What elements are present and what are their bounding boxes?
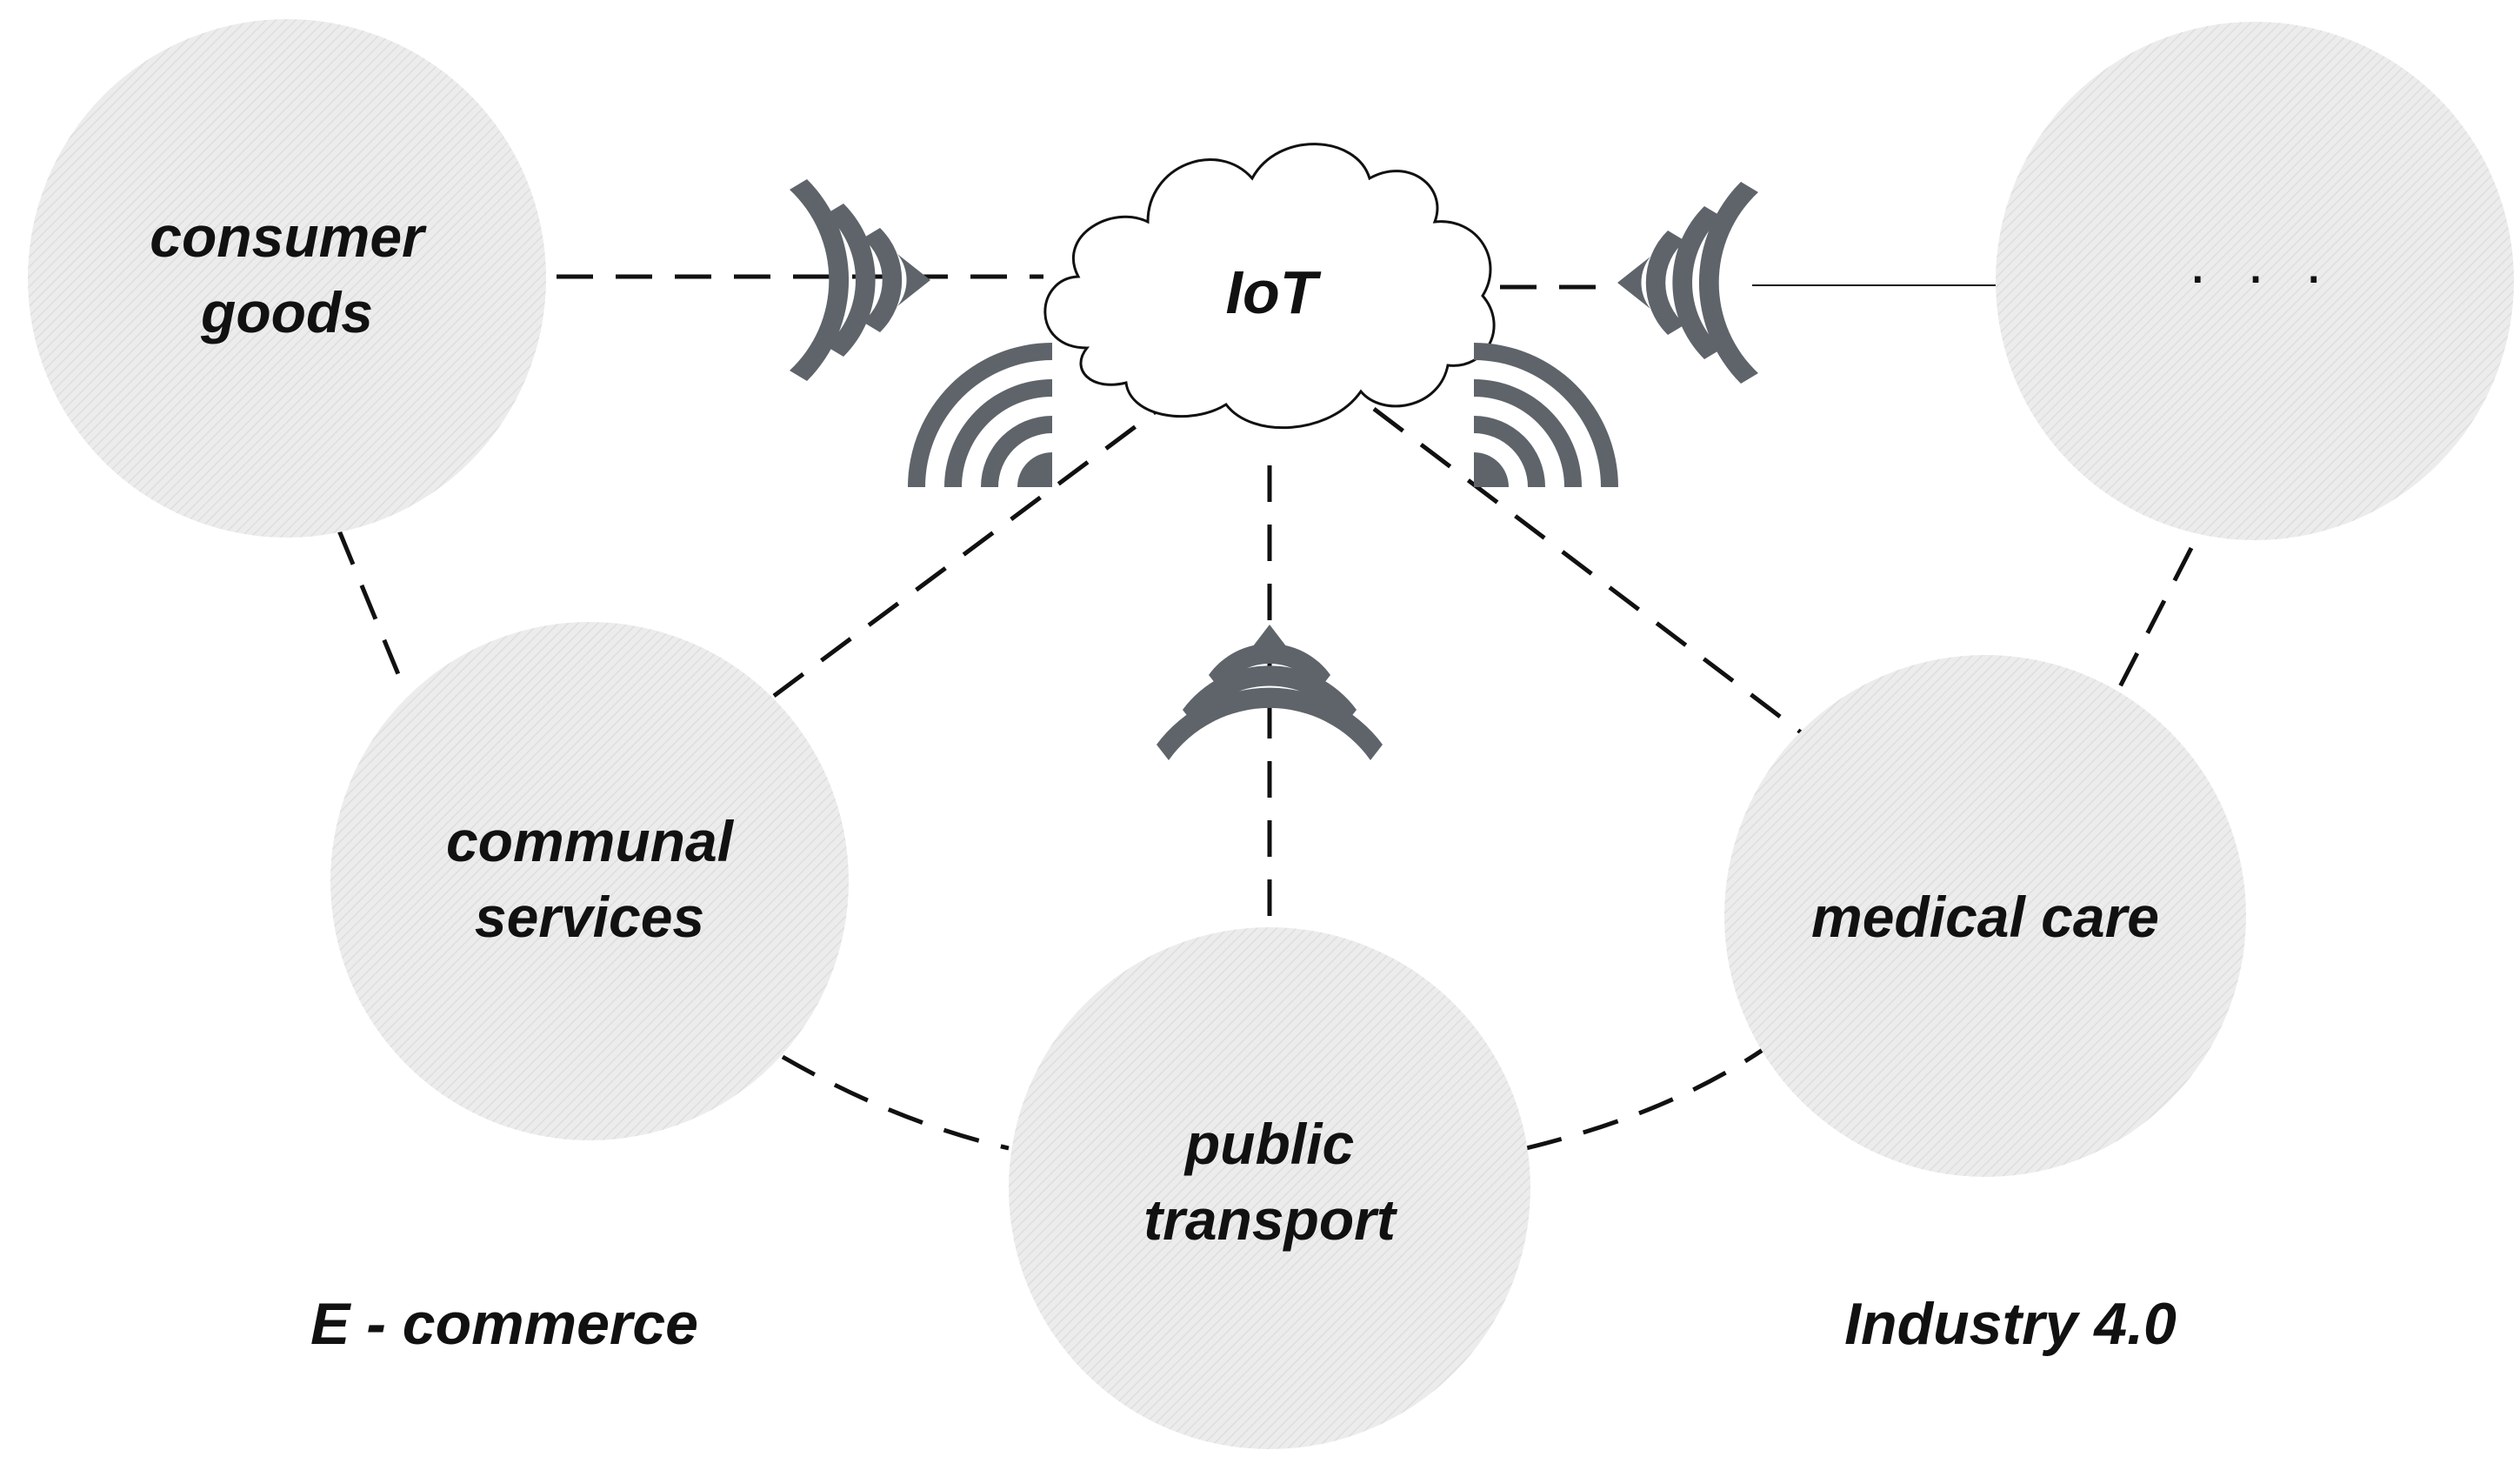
node-label-line: consumer <box>150 204 427 269</box>
cloud-icon: IoT <box>1043 143 1496 430</box>
wifi-signal-icon <box>1157 625 1383 760</box>
wifi-signals <box>790 179 1758 760</box>
node-label-line: medical care <box>1811 885 2159 949</box>
node-communal-services: communal services <box>330 622 849 1140</box>
wifi-signal-icon <box>1474 343 1618 487</box>
wifi-signal-icon <box>1617 182 1758 384</box>
cloud-label: IoT <box>1226 258 1322 326</box>
wifi-signal-icon <box>790 179 930 381</box>
connector-consumer-communal <box>337 530 403 679</box>
node-label-line: services <box>475 885 704 949</box>
node-public-transport: public transport <box>1009 927 1530 1449</box>
connector-more-medical <box>2110 546 2194 702</box>
node-more: · · · <box>1996 22 2514 540</box>
caption-industry-4-0: Industry 4.0 <box>1844 1291 2177 1357</box>
node-label-line: communal <box>446 809 735 873</box>
connector-communal-iot <box>772 402 1167 698</box>
connector-transport-medical <box>1525 1046 1767 1151</box>
connector-iot-medical <box>1372 407 1806 737</box>
connector-communal-transport <box>781 1054 1010 1151</box>
connectors <box>337 274 2194 1151</box>
node-label-line: goods <box>200 280 373 344</box>
caption-e-commerce: E - commerce <box>310 1291 698 1357</box>
wifi-signal-icon <box>908 343 1052 487</box>
node-label-line: public <box>1183 1112 1354 1176</box>
ellipsis-label: · · · <box>2188 241 2335 309</box>
node-label-line: transport <box>1143 1187 1398 1252</box>
node-medical-care: medical care <box>1724 655 2246 1177</box>
node-consumer-goods: consumer goods <box>28 19 546 538</box>
